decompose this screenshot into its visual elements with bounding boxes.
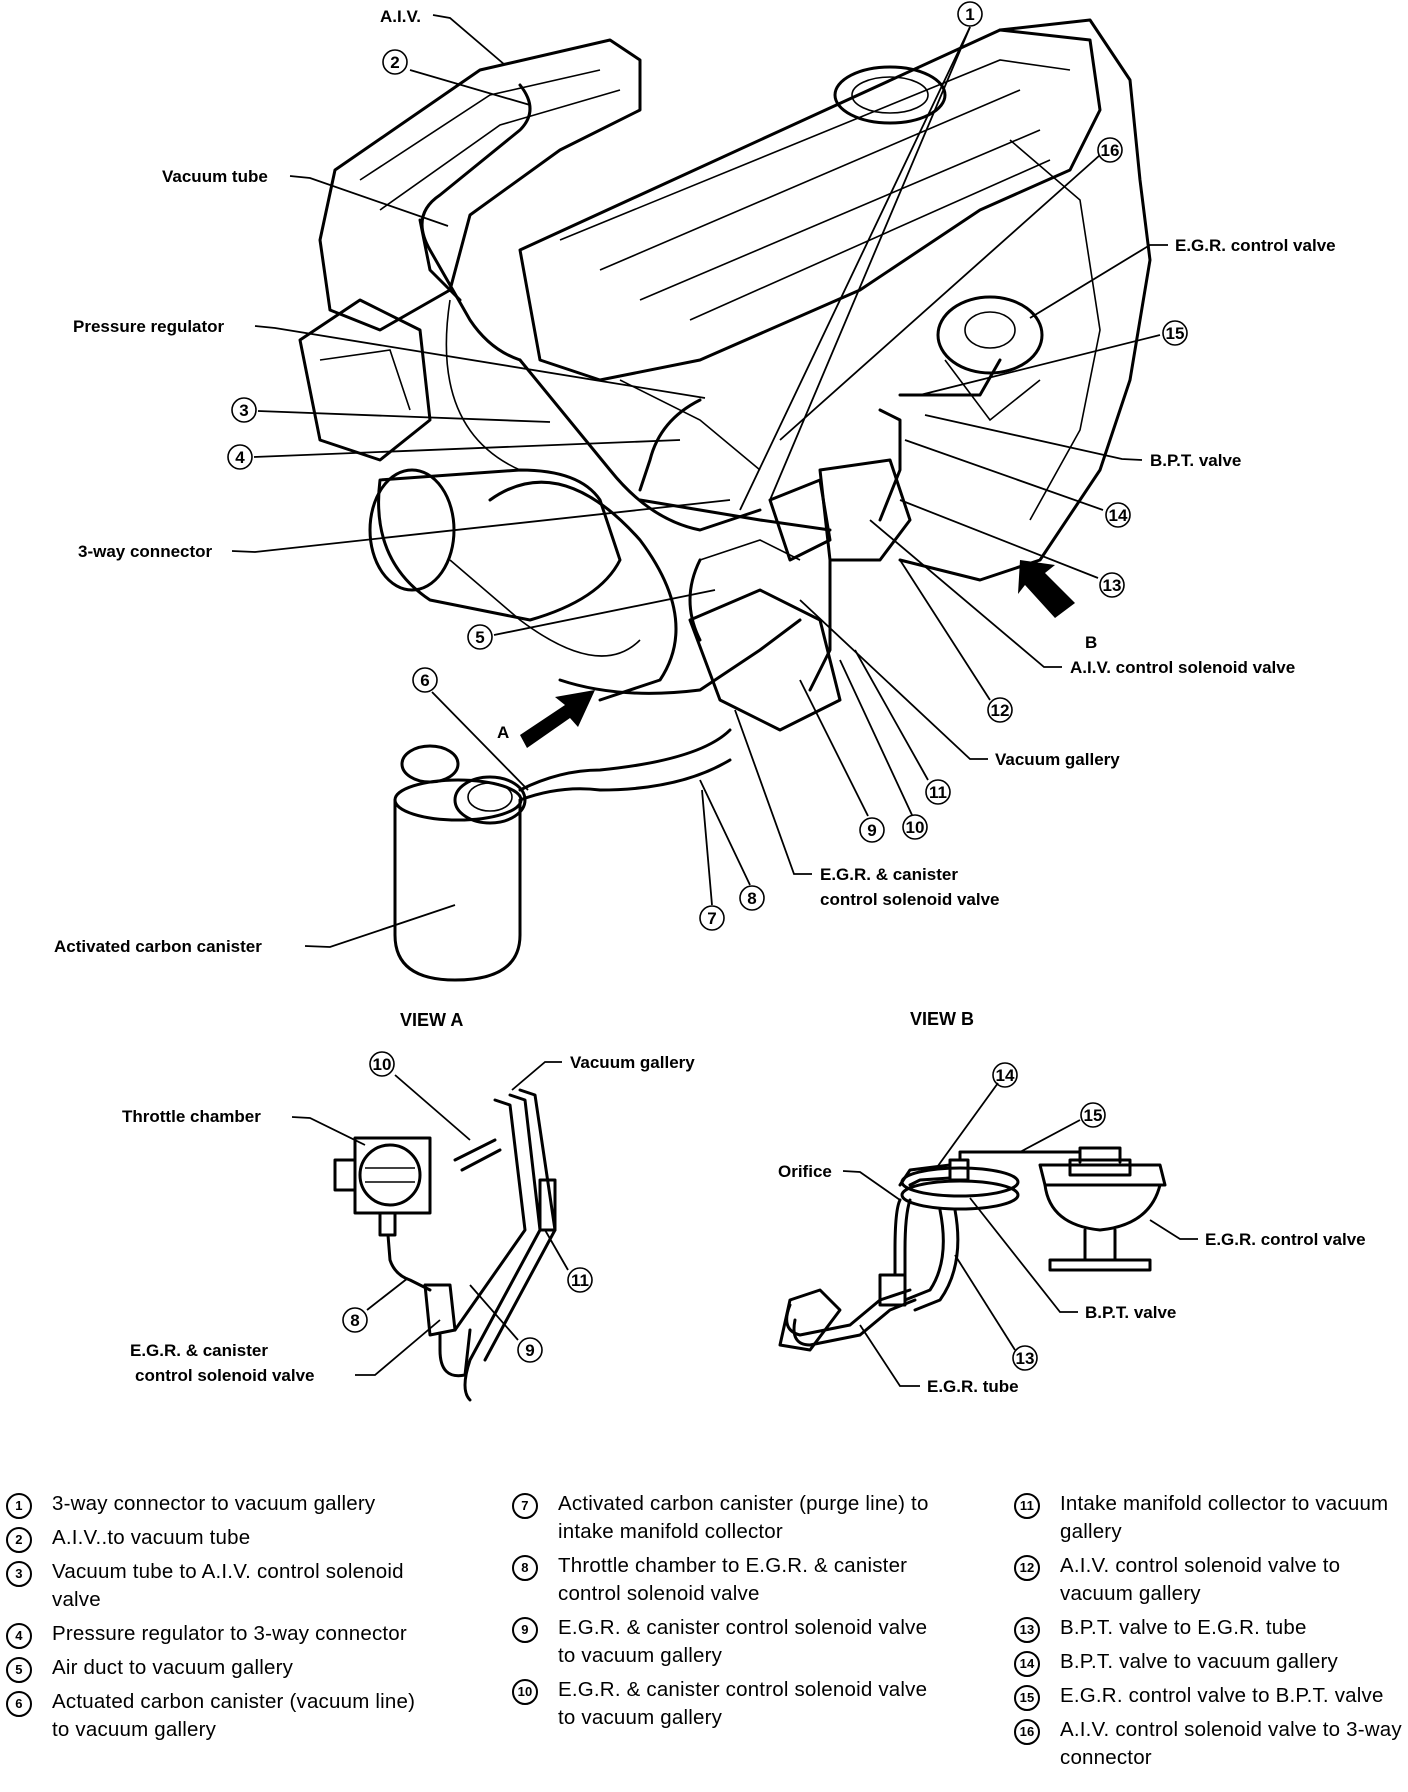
callout-10: 10 [906, 818, 925, 837]
main-labels: A.I.V. Vacuum tube Pressure regulator 3-… [54, 7, 1336, 956]
view-b-labels: Orifice E.G.R. control valve B.P.T. valv… [778, 1062, 1366, 1396]
view-a-label-throttle-chamber: Throttle chamber [122, 1107, 261, 1126]
activated-carbon-canister-drawing [393, 728, 732, 982]
callout-13: 13 [1103, 576, 1122, 595]
label-egr-canister-solenoid-2: control solenoid valve [820, 890, 1000, 909]
engine-illustration [298, 18, 1152, 732]
arrow-b-icon [1018, 560, 1075, 618]
callout-16: 16 [1101, 141, 1120, 160]
callout-2: 2 [390, 53, 399, 72]
callout-6: 6 [420, 671, 429, 690]
view-b-label-egr-tube: E.G.R. tube [927, 1377, 1019, 1396]
view-a-label-egr-canister-1: E.G.R. & canister [130, 1341, 268, 1360]
callout-11: 11 [929, 783, 947, 802]
label-aiv-control-solenoid-valve: A.I.V. control solenoid valve [1070, 658, 1295, 677]
view-a-label-vacuum-gallery: Vacuum gallery [570, 1053, 695, 1072]
callout-9: 9 [867, 821, 876, 840]
view-b-label-egr-control-valve: E.G.R. control valve [1205, 1230, 1366, 1249]
callout-5: 5 [475, 628, 484, 647]
callout-3: 3 [239, 401, 248, 420]
callout-15: 15 [1166, 324, 1185, 343]
view-b-label-orifice: Orifice [778, 1162, 832, 1181]
view-a-title: VIEW A [400, 1010, 463, 1030]
view-b-drawing [778, 1146, 1167, 1352]
view-a-callout-10: 10 [373, 1055, 392, 1074]
callout-12: 12 [991, 701, 1010, 720]
view-a-callout-11: 11 [571, 1271, 589, 1290]
main-callouts: 1 2 3 4 5 6 7 8 9 10 11 12 13 14 15 16 [227, 1, 1188, 931]
label-activated-carbon-canister: Activated carbon canister [54, 937, 262, 956]
view-b-title: VIEW B [910, 1009, 974, 1029]
view-a-drawing [333, 1088, 557, 1402]
view-a-callout-8: 8 [350, 1311, 359, 1330]
view-b-label-bpt-valve: B.P.T. valve [1085, 1303, 1176, 1322]
label-vacuum-gallery: Vacuum gallery [995, 750, 1120, 769]
callout-4: 4 [235, 448, 245, 467]
vacuum-hoses [418, 83, 1002, 695]
view-a-callout-9: 9 [525, 1341, 534, 1360]
callout-14: 14 [1109, 506, 1128, 525]
label-aiv: A.I.V. [380, 7, 421, 26]
label-egr-control-valve: E.G.R. control valve [1175, 236, 1336, 255]
callout-1: 1 [965, 5, 974, 24]
view-b-callout-15: 15 [1084, 1106, 1103, 1125]
view-a-label-egr-canister-2: control solenoid valve [135, 1366, 315, 1385]
arrow-a-label: A [497, 723, 509, 742]
arrow-a-icon [520, 690, 595, 748]
label-3-way-connector: 3-way connector [78, 542, 213, 561]
callout-7: 7 [707, 909, 716, 928]
callout-8: 8 [747, 889, 756, 908]
label-pressure-regulator: Pressure regulator [73, 317, 225, 336]
view-a-labels: Throttle chamber Vacuum gallery E.G.R. &… [122, 1051, 695, 1385]
label-egr-canister-solenoid-1: E.G.R. & canister [820, 865, 958, 884]
label-bpt-valve: B.P.T. valve [1150, 451, 1241, 470]
view-b-callout-13: 13 [1016, 1349, 1035, 1368]
arrow-b-label: B [1085, 633, 1097, 652]
label-vacuum-tube: Vacuum tube [162, 167, 268, 186]
view-b-callout-14: 14 [996, 1066, 1015, 1085]
